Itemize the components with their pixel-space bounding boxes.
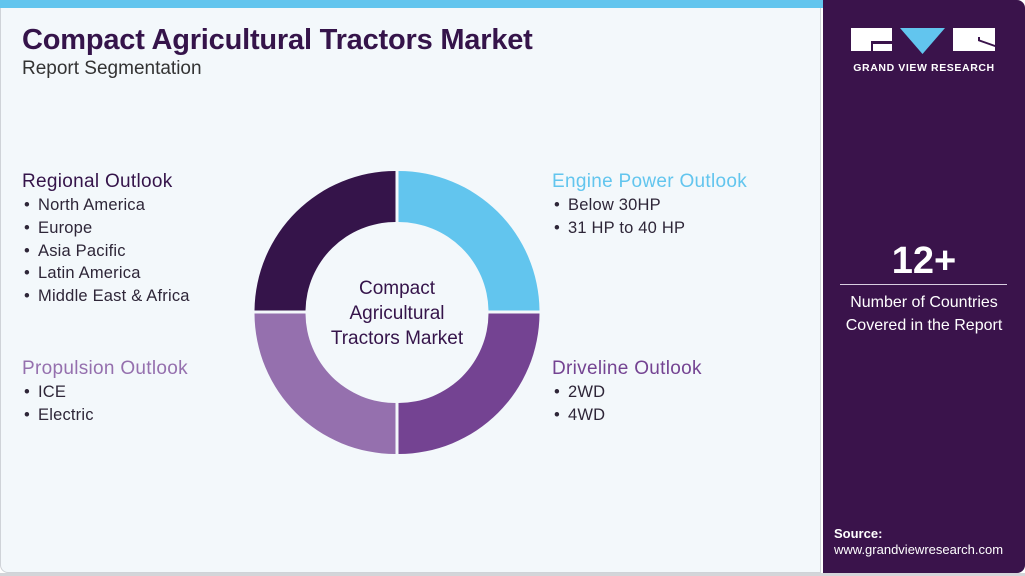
regional-outlook-section: Regional Outlook •North America •Europe … xyxy=(22,170,190,308)
list-item: •Asia Pacific xyxy=(22,240,190,263)
countries-caption: Number of Countries Covered in the Repor… xyxy=(845,294,1003,334)
donut-segment-propulsion xyxy=(254,313,396,454)
page-subtitle: Report Segmentation xyxy=(22,58,202,79)
bullet-icon: • xyxy=(24,196,30,214)
bullet-icon: • xyxy=(24,264,30,283)
regional-outlook-title: Regional Outlook xyxy=(22,171,173,192)
propulsion-outlook-section: Propulsion Outlook •ICE •Electric xyxy=(22,357,188,427)
list-item: •Below 30HP xyxy=(552,194,747,217)
bullet-icon: • xyxy=(554,405,560,424)
list-item: •4WD xyxy=(552,404,702,427)
list-item: •Latin America xyxy=(22,262,190,285)
propulsion-outlook-title: Propulsion Outlook xyxy=(22,358,188,379)
info-sidebar: GRAND VIEW RESEARCH 12+ Number of Countr… xyxy=(823,0,1025,573)
bullet-icon: • xyxy=(554,196,560,214)
countries-count: 12+ xyxy=(891,240,957,282)
page-title: Compact Agricultural Tractors Market xyxy=(22,24,533,56)
list-item: •2WD xyxy=(552,381,702,404)
segmentation-panel xyxy=(0,0,821,573)
bullet-icon: • xyxy=(24,383,30,401)
list-item: •Europe xyxy=(22,217,190,240)
donut-segment-engine-power xyxy=(398,171,540,311)
logo-wordmark: GRAND VIEW RESEARCH xyxy=(853,62,995,74)
bullet-icon: • xyxy=(554,218,560,237)
engine-power-outlook-title: Engine Power Outlook xyxy=(552,171,748,192)
bullet-icon: • xyxy=(554,383,560,401)
bullet-icon: • xyxy=(24,218,30,237)
engine-power-outlook-section: Engine Power Outlook •Below 30HP •31 HP … xyxy=(552,170,747,240)
regional-outlook-list: •North America •Europe •Asia Pacific •La… xyxy=(22,194,190,308)
list-item: •Electric xyxy=(22,404,188,427)
grand-view-research-logo-icon xyxy=(851,28,995,54)
stat-divider xyxy=(840,284,1007,285)
list-item: •ICE xyxy=(22,381,188,404)
source-link[interactable]: www.grandviewresearch.com xyxy=(834,542,1004,557)
bullet-icon: • xyxy=(24,287,30,306)
bullet-icon: • xyxy=(24,405,30,424)
donut-center-label: Compact Agricultural Tractors Market xyxy=(330,278,464,349)
segmentation-donut-chart xyxy=(254,171,540,454)
bottom-shadow xyxy=(0,573,1025,576)
driveline-outlook-section: Driveline Outlook •2WD •4WD xyxy=(552,357,702,427)
driveline-outlook-list: •2WD •4WD xyxy=(552,381,702,427)
donut-segment-regional xyxy=(254,171,396,311)
source-label: Source: xyxy=(834,526,883,541)
list-item: •Middle East & Africa xyxy=(22,285,190,308)
driveline-outlook-title: Driveline Outlook xyxy=(552,358,702,379)
list-item: •North America xyxy=(22,194,190,217)
bullet-icon: • xyxy=(24,241,30,260)
accent-top-bar xyxy=(0,0,823,8)
engine-power-outlook-list: •Below 30HP •31 HP to 40 HP xyxy=(552,194,747,240)
list-item: •31 HP to 40 HP xyxy=(552,217,747,240)
propulsion-outlook-list: •ICE •Electric xyxy=(22,381,188,427)
donut-segment-driveline xyxy=(398,313,540,454)
